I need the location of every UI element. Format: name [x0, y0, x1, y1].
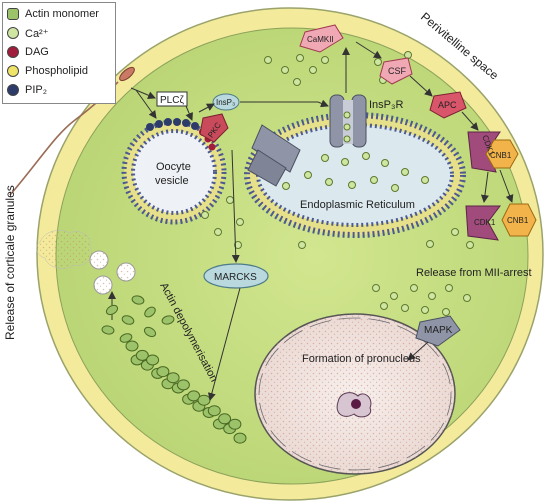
oocyte-vesicle-label-2: vesicle: [155, 175, 189, 187]
release-mii-label: Release from MII-arrest: [416, 267, 532, 279]
cnb1-shape: [501, 203, 537, 237]
actin-filament-bead: [176, 379, 190, 391]
actin-filament-bead: [228, 418, 242, 430]
legend-label: Actin monomer: [25, 8, 99, 20]
actin-filament-bead: [207, 405, 221, 417]
cdk1-label: CDK1: [474, 218, 496, 227]
legend-label: Phospholipid: [25, 65, 88, 77]
cortical-granule: [117, 263, 135, 281]
oocyte-vesicle-label-1: Oocyte: [156, 161, 191, 173]
cnb1-top-shape: [485, 139, 519, 169]
actin-filament: [125, 340, 247, 444]
pip2-icon: [7, 84, 19, 96]
csf-label: CSF: [388, 66, 407, 76]
cortical-granule: [94, 276, 112, 294]
cdk1-shape: [465, 205, 501, 241]
pkc-shape: [199, 113, 229, 143]
pronucleus-label: Formation of pronucleus: [302, 353, 421, 365]
mapk-label: MAPK: [424, 325, 453, 336]
calcium-ion-icon: [7, 27, 19, 39]
legend-item-phospholipid: Phospholipid: [7, 62, 88, 80]
cortical-release-label: Release of corticale granules: [3, 185, 17, 340]
legend-item-pip2: PIP₂: [7, 81, 47, 99]
actin-monomer-icon: [7, 8, 19, 20]
oocyte-vesicle: [121, 119, 227, 225]
marcks-shape: [203, 263, 269, 289]
marcks-label: MARCKS: [214, 272, 257, 283]
camkii-label: CaMKII: [307, 35, 334, 44]
legend-label: PIP₂: [25, 84, 47, 96]
legend-label: Ca²⁺: [25, 27, 49, 40]
pip2-cluster: [146, 118, 199, 131]
actin-filament-bead: [166, 372, 180, 384]
camkii-shape: [299, 24, 344, 53]
legend-item-dag: DAG: [7, 43, 49, 61]
pronucleus: [254, 313, 456, 475]
insp3-shape: [212, 93, 240, 111]
actin-filament-bead: [135, 349, 149, 361]
csf-shape: [379, 57, 413, 85]
legend-label: DAG: [25, 46, 49, 58]
dag-icon: [7, 46, 19, 58]
actin-filament-bead: [233, 432, 247, 444]
phospholipid-icon: [7, 65, 19, 77]
cnb1-top-label: CNB1: [490, 151, 512, 160]
cnb1-label: CNB1: [507, 216, 529, 225]
apc-label: APC: [438, 100, 457, 110]
calcium-ions: [201, 51, 474, 316]
actin-filament-bead: [156, 366, 170, 378]
cortical-granule: [90, 251, 108, 269]
actin-filament-bead: [125, 340, 139, 352]
apc-shape: [429, 91, 467, 119]
insp3-label: InsP₃: [216, 98, 235, 107]
actin-monomers: [101, 295, 175, 343]
plc-label: PLCζ: [160, 95, 184, 106]
insp3-receptor-channel: [329, 94, 367, 148]
legend-item-actin: Actin monomer: [7, 5, 99, 23]
actin-filament-bead: [197, 394, 211, 406]
cortical-granule-cloud: [36, 230, 92, 269]
actin-filament-bead: [146, 354, 160, 366]
legend-item-calcium: Ca²⁺: [7, 24, 49, 42]
actin-filament-bead: [187, 390, 201, 402]
actin-filament-bead: [218, 413, 232, 425]
mapk-shape: [415, 315, 461, 347]
legend: Actin monomer Ca²⁺ DAG Phospholipid PIP₂: [2, 2, 116, 104]
er-calcium-channel: [247, 124, 301, 187]
insp3r-label: InsP₃R: [369, 99, 403, 111]
pathway-arrows: [130, 41, 514, 401]
er-label: Endoplasmic Reticulum: [300, 199, 415, 211]
plc-box: [156, 91, 188, 107]
